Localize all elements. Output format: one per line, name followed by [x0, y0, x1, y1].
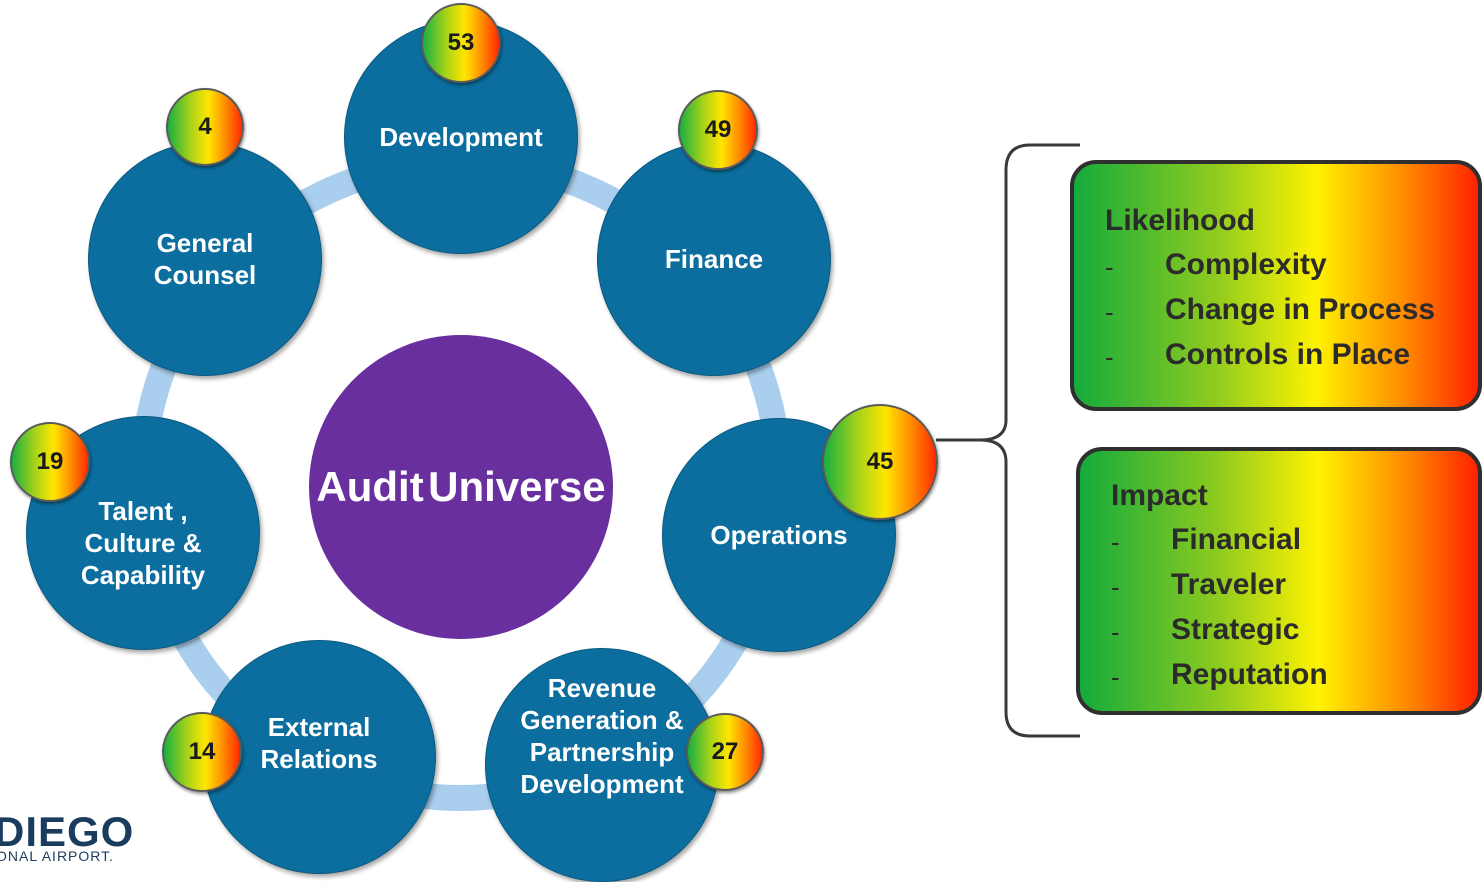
- hub-title-line2: Universe: [428, 463, 606, 510]
- badge-general-counsel: 4: [166, 88, 244, 166]
- node-label: Finance: [664, 244, 764, 274]
- likelihood-item: Change in Process: [1165, 293, 1436, 326]
- hub-title-line1: Audit: [316, 463, 424, 510]
- bullet-dash: -: [1111, 662, 1120, 692]
- impact-item: Traveler: [1171, 568, 1287, 601]
- badge-external-relations: 14: [162, 712, 242, 792]
- node-label-line: Development: [520, 769, 684, 799]
- likelihood-item: Controls in Place: [1165, 338, 1411, 371]
- bullet-dash: -: [1105, 297, 1114, 327]
- badge-talent-culture-capability: 19: [10, 422, 90, 502]
- badge-value: 19: [36, 448, 64, 475]
- impact-item: Reputation: [1171, 658, 1328, 691]
- audit-universe-hub: Audit Universe: [309, 335, 613, 639]
- bullet-dash: -: [1111, 527, 1120, 557]
- badge-value: 49: [704, 116, 732, 143]
- badge-value: 4: [198, 113, 212, 140]
- node-label-line: Culture &: [84, 528, 202, 558]
- bullet-dash: -: [1111, 572, 1120, 602]
- node-label-line: Revenue: [547, 673, 657, 703]
- node-label-line: Relations: [260, 744, 378, 774]
- badge-development: 53: [421, 3, 501, 83]
- likelihood-item: Complexity: [1165, 248, 1327, 281]
- node-label-line: External: [267, 712, 371, 742]
- badge-value: 53: [447, 29, 475, 56]
- badge-finance: 49: [678, 90, 758, 170]
- badge-value: 45: [866, 448, 894, 475]
- badge-operations: 45: [822, 404, 938, 520]
- node-label: Development: [379, 122, 543, 152]
- airport-logo: DIEGO ONAL AIRPORT.: [0, 800, 140, 872]
- node-label-line: Capability: [80, 560, 206, 590]
- bullet-dash: -: [1105, 252, 1114, 282]
- bullet-dash: -: [1111, 617, 1120, 647]
- impact-item: Financial: [1171, 523, 1302, 556]
- likelihood-title: Likelihood: [1105, 204, 1255, 237]
- badge-revenue-generation: 27: [686, 713, 764, 791]
- node-label: Operations: [710, 520, 848, 550]
- node-label-line: Partnership: [529, 737, 675, 767]
- node-label-line: Counsel: [153, 260, 257, 290]
- node-label-line: Talent ,: [98, 496, 188, 526]
- node-label-line: General: [156, 228, 254, 258]
- impact-title: Impact: [1111, 479, 1208, 512]
- badge-value: 27: [711, 738, 739, 765]
- impact-item: Strategic: [1171, 613, 1300, 646]
- likelihood-box: Likelihood - Complexity - Change in Proc…: [1070, 160, 1482, 411]
- logo-text-sub: ONAL AIRPORT.: [0, 848, 115, 864]
- bullet-dash: -: [1105, 342, 1114, 372]
- node-finance[interactable]: Finance: [597, 142, 831, 376]
- node-label-line: Generation &: [520, 705, 684, 735]
- impact-box: Impact - Financial - Traveler - Strategi…: [1076, 447, 1482, 715]
- badge-value: 14: [188, 738, 216, 765]
- node-revenue-generation[interactable]: Revenue Generation & Partnership Develop…: [485, 648, 719, 882]
- logo-text-main: DIEGO: [0, 808, 135, 855]
